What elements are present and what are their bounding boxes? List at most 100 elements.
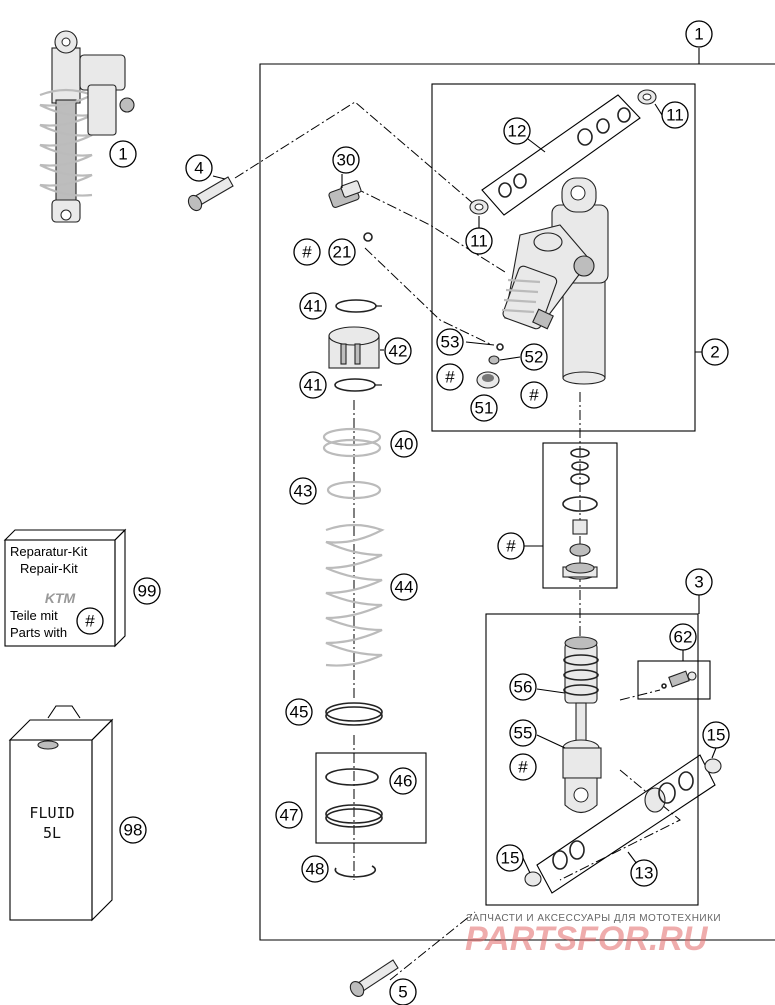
- svg-text:98: 98: [124, 821, 143, 840]
- ktm-logo: KTM: [45, 590, 76, 606]
- callout-30: 30: [332, 146, 360, 174]
- watermark: ЗАПЧАСТИ И АКСЕССУАРЫ ДЛЯ МОТОТЕХНИКИ PA…: [465, 913, 721, 958]
- callout-4: 4: [185, 154, 213, 182]
- washer-43-image: [326, 480, 382, 500]
- fluid-can: FLUID 5L: [8, 705, 114, 922]
- callout-53: 53: [436, 328, 464, 356]
- callout-hash-52: #: [520, 381, 548, 409]
- callout-44: 44: [390, 573, 418, 601]
- svg-text:11: 11: [666, 106, 684, 125]
- svg-text:21: 21: [333, 243, 352, 262]
- o-ring-41-lower-image: [334, 378, 376, 392]
- ring-45-image: [325, 702, 383, 726]
- callout-1-top: 1: [685, 20, 713, 48]
- svg-text:47: 47: [280, 806, 299, 825]
- repair-kit-line2: Repair-Kit: [20, 561, 78, 576]
- callout-21: 21: [328, 238, 356, 266]
- callout-41-a: 41: [299, 292, 327, 320]
- svg-text:42: 42: [389, 342, 408, 361]
- callout-hash-21: #: [293, 238, 321, 266]
- washer-11-b-image: [469, 199, 489, 215]
- svg-text:12: 12: [508, 122, 527, 141]
- repair-kit-box: Reparatur-Kit Repair-Kit KTM Teile mit P…: [3, 528, 127, 648]
- svg-text:41: 41: [304, 297, 323, 316]
- piston-rod-frame: [485, 613, 699, 906]
- callout-15-b: 15: [496, 844, 524, 872]
- main-assembly-frame: [259, 48, 775, 941]
- piston-rod-assembly-image: [562, 636, 602, 814]
- svg-text:11: 11: [470, 232, 488, 251]
- ring-47-image: [325, 804, 383, 828]
- svg-text:55: 55: [514, 724, 533, 743]
- callout-40: 40: [390, 430, 418, 458]
- spring-seat-40-image: [322, 427, 382, 458]
- callout-98: 98: [119, 816, 147, 844]
- svg-text:52: 52: [525, 348, 544, 367]
- callout-11-b: 11: [465, 227, 493, 255]
- svg-text:41: 41: [304, 376, 323, 395]
- svg-text:51: 51: [475, 399, 494, 418]
- callout-62: 62: [669, 623, 697, 651]
- spring-44-image: [325, 523, 385, 667]
- callout-52: 52: [520, 343, 548, 371]
- callout-55: 55: [509, 719, 537, 747]
- small-parts-51-52-53-image: [476, 343, 504, 389]
- callout-5: 5: [389, 978, 417, 1005]
- svg-text:53: 53: [441, 333, 460, 352]
- damper-body-frame: [431, 83, 696, 432]
- valve-kit-frame: [637, 660, 711, 700]
- fluid-label-line1: FLUID: [29, 804, 74, 822]
- svg-text:40: 40: [395, 435, 414, 454]
- washer-11-a-image: [637, 89, 657, 105]
- repair-kit-line3: Teile mit: [10, 608, 58, 623]
- bearing-kit-13-image: [524, 754, 722, 894]
- leader-lines: [212, 103, 717, 874]
- callout-46: 46: [389, 767, 417, 795]
- callout-51: 51: [470, 394, 498, 422]
- callout-48: 48: [301, 855, 329, 883]
- callout-99: 99: [133, 577, 161, 605]
- assembly-center-lines: [234, 101, 681, 981]
- callout-hash-55: #: [509, 753, 537, 781]
- seal-kit-image: [562, 448, 598, 580]
- svg-text:30: 30: [337, 151, 356, 170]
- adjuster-30-image: [328, 180, 362, 209]
- callout-41-b: 41: [299, 371, 327, 399]
- screw-4-image: [187, 176, 234, 212]
- callout-hash-kit: #: [76, 607, 104, 635]
- svg-text:4: 4: [194, 159, 203, 178]
- svg-text:3: 3: [694, 573, 703, 592]
- svg-text:13: 13: [635, 864, 654, 883]
- complete-shock-absorber-image: [39, 30, 135, 223]
- fluid-label-line2: 5L: [43, 824, 61, 842]
- callout-12: 12: [503, 117, 531, 145]
- repair-kit-line1: Reparatur-Kit: [10, 544, 88, 559]
- svg-text:56: 56: [514, 678, 533, 697]
- callout-hash-box: #: [497, 532, 525, 560]
- svg-text:99: 99: [138, 582, 157, 601]
- callout-2: 2: [701, 338, 729, 366]
- svg-text:44: 44: [395, 578, 414, 597]
- svg-text:1: 1: [118, 145, 127, 164]
- watermark-logo: PARTSFOR.RU: [465, 920, 709, 958]
- svg-text:#: #: [302, 243, 312, 262]
- callout-56: 56: [509, 673, 537, 701]
- circlip-48-image: [334, 865, 377, 878]
- ring-46-image: [325, 768, 379, 786]
- callout-42: 42: [384, 337, 412, 365]
- svg-text:15: 15: [707, 726, 726, 745]
- svg-text:#: #: [506, 537, 516, 556]
- svg-text:15: 15: [501, 849, 520, 868]
- svg-text:43: 43: [294, 482, 313, 501]
- spring-retainer-frame: [315, 752, 427, 844]
- svg-text:#: #: [85, 612, 95, 631]
- svg-text:62: 62: [674, 628, 693, 647]
- svg-text:46: 46: [394, 772, 413, 791]
- callout-47: 47: [275, 801, 303, 829]
- callout-1-left: 1: [109, 140, 137, 168]
- svg-text:1: 1: [694, 25, 703, 44]
- watermark-top-text: ЗАПЧАСТИ И АКСЕССУАРЫ ДЛЯ МОТОТЕХНИКИ: [466, 913, 721, 924]
- svg-text:#: #: [518, 758, 528, 777]
- svg-text:#: #: [445, 368, 455, 387]
